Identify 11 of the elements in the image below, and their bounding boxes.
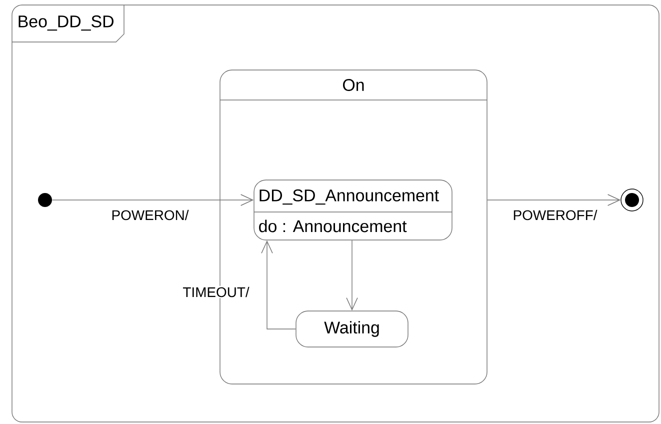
final-state-circle: [620, 188, 644, 212]
initial-state-dot: [38, 193, 52, 207]
transition-label: POWEROFF/: [512, 208, 598, 222]
transition-arrow: [52, 194, 254, 206]
transition-label: TIMEOUT/: [182, 286, 250, 298]
state-box: DD_SD_Announcement do : Announcement: [254, 180, 452, 240]
transition-arrow: [346, 240, 358, 311]
transition-arrow: [487, 194, 621, 206]
state-box: Waiting: [296, 310, 408, 348]
transition-label: POWERON/: [110, 208, 190, 222]
transition-arrow: [261, 240, 296, 330]
